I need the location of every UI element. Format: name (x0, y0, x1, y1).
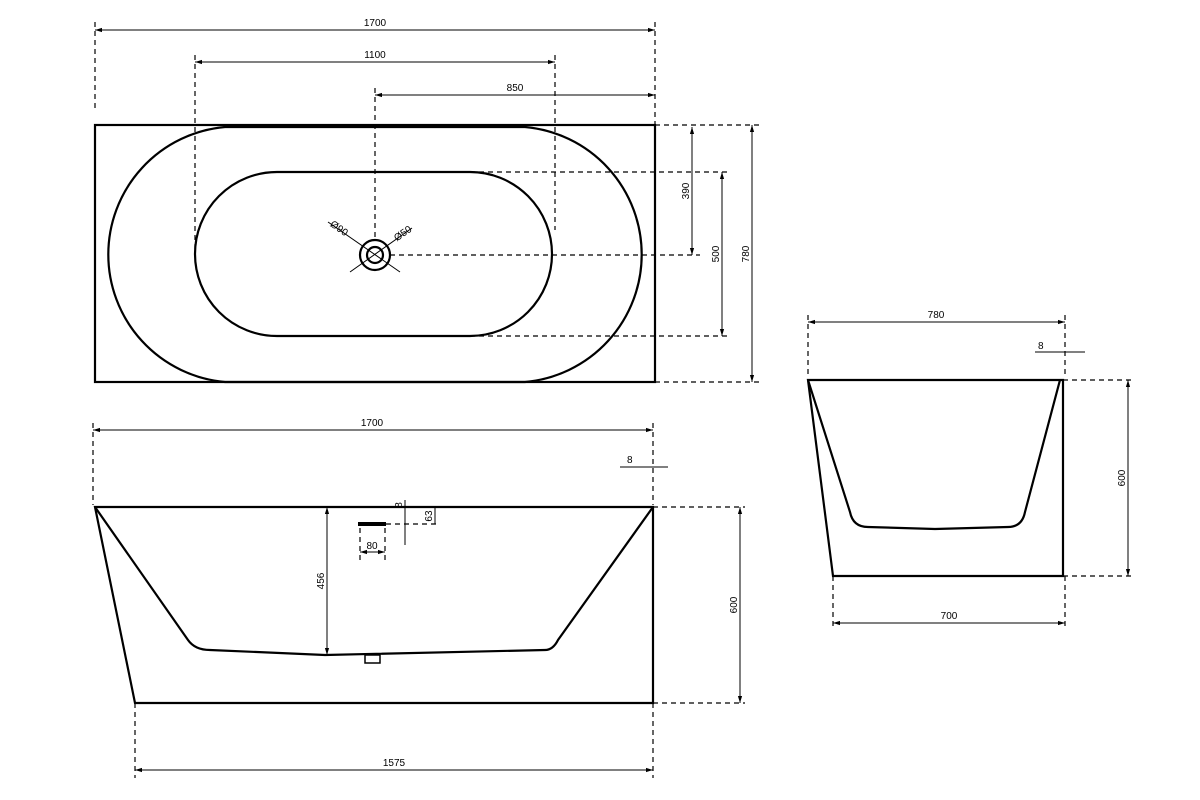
dim-side-top: 780 (928, 310, 945, 321)
side-view: 780 8 600 700 (806, 310, 1135, 630)
dim-inner: 1100 (364, 50, 386, 61)
dim-overflow-width: 80 (366, 541, 378, 552)
side-basin (806, 379, 1062, 531)
side-outline (806, 378, 1065, 578)
dim-front-bottom: 1575 (383, 758, 406, 769)
dim-overflow-height: 63 (424, 510, 435, 522)
dim-length: 1700 (364, 18, 387, 29)
front-view: 80 8 63 1700 8 456 600 1575 (92, 418, 745, 778)
front-basin (94, 506, 654, 657)
drain-inner-label: Ø50 (392, 224, 414, 244)
top-view: Ø90 Ø50 1700 1100 850 390 500 780 (93, 18, 760, 384)
outer-rim (107, 125, 643, 384)
dim-front-top: 1700 (361, 418, 384, 429)
dim-front-rim: 8 (627, 455, 633, 466)
dim-front-height: 600 (729, 596, 740, 613)
front-outline (93, 505, 655, 705)
dim-side-height: 600 (1117, 469, 1128, 486)
dim-side-rim: 8 (1038, 341, 1044, 352)
dim-overflow-offset: 8 (394, 502, 405, 508)
dim-inner-width: 500 (711, 245, 722, 262)
drain-outlet (364, 654, 381, 664)
drain-outer-label: Ø90 (328, 219, 350, 239)
dim-width: 780 (741, 245, 752, 262)
dim-front-depth: 456 (316, 572, 327, 589)
overflow (358, 522, 386, 526)
dim-side-bottom: 700 (941, 611, 958, 622)
dim-drain-offset: 850 (507, 83, 524, 94)
dim-drain-depth: 390 (681, 182, 692, 199)
